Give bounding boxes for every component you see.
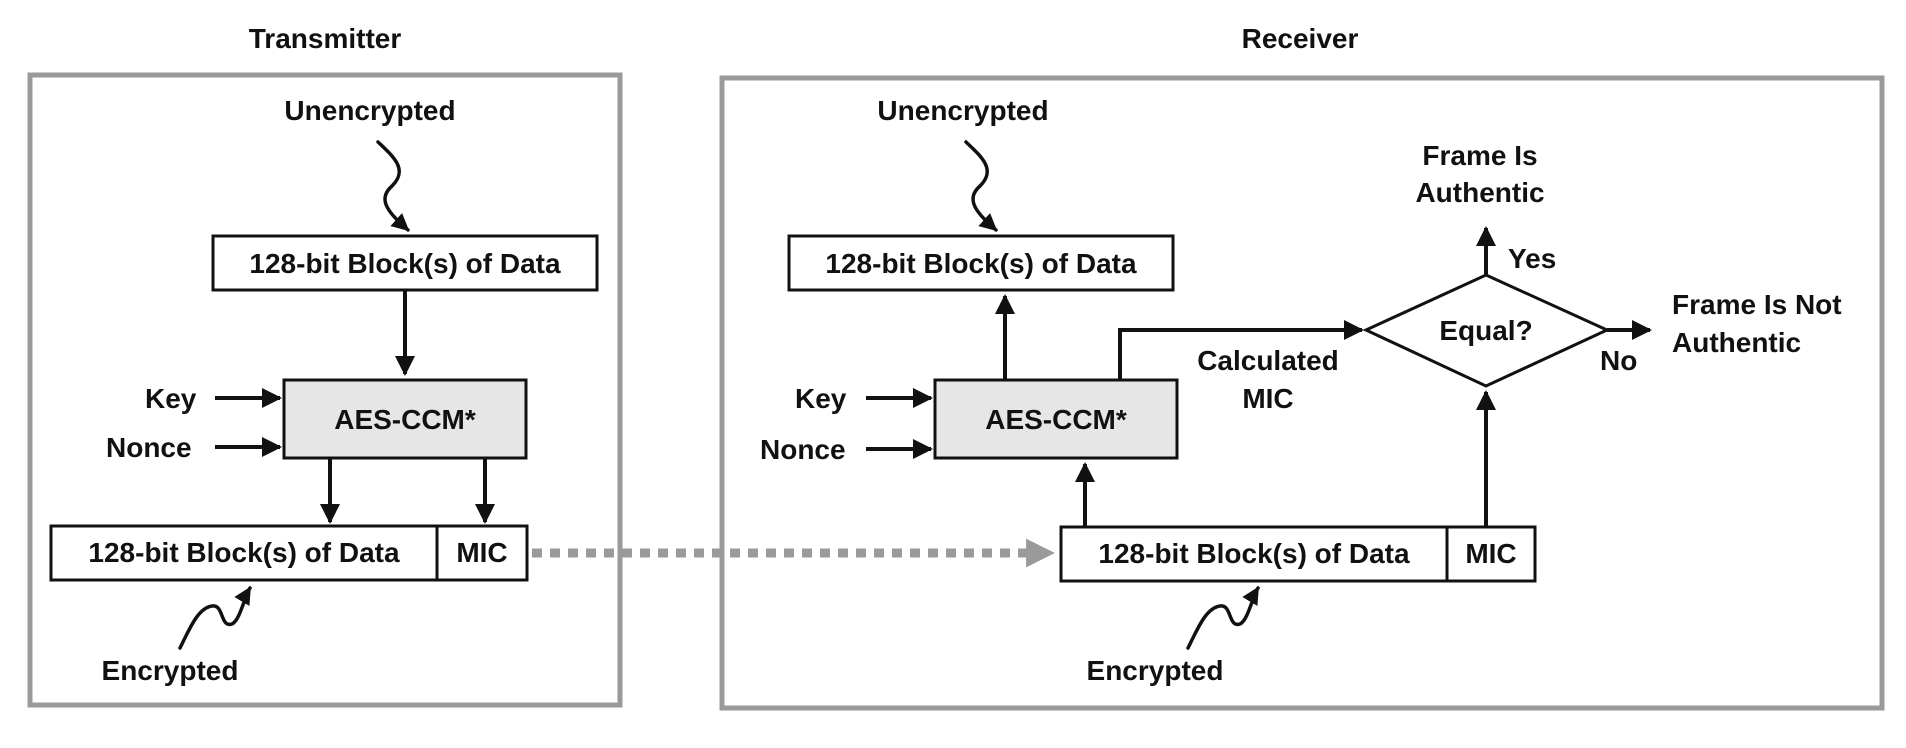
tx-cipher-label: AES-CCM*: [334, 404, 476, 435]
rx-equal-decision: [1362, 273, 1611, 388]
tx-nonce-label: Nonce: [106, 432, 192, 463]
rx-ciphertext-label: 128-bit Block(s) of Data: [1098, 538, 1410, 569]
rx-not-authentic-line2: Authentic: [1672, 327, 1801, 358]
rx-not-authentic-line1: Frame Is Not: [1672, 289, 1842, 320]
receiver-frame: [719, 75, 1885, 711]
rx-mic-label: MIC: [1465, 538, 1516, 569]
rx-nonce-label: Nonce: [760, 434, 846, 465]
rx-calculated-mic-line1: Calculated: [1197, 345, 1339, 376]
rx-plaintext-label: 128-bit Block(s) of Data: [825, 248, 1137, 279]
rx-authentic-line1: Frame Is: [1422, 140, 1537, 171]
rx-ciphertext-block: [1059, 525, 1449, 583]
receiver-title: Receiver: [1242, 23, 1359, 54]
tx-mic-label: MIC: [456, 537, 507, 568]
rx-cipher-label: AES-CCM*: [985, 404, 1127, 435]
rx-calculated-mic-arrow: [1118, 320, 1364, 380]
rx-cipher-box: [933, 378, 1179, 460]
tx-ciphertext-label: 128-bit Block(s) of Data: [88, 537, 400, 568]
tx-cipher-box: [282, 378, 528, 460]
tx-mic-block: [435, 524, 529, 582]
rx-no-label: No: [1600, 345, 1637, 376]
rx-encrypted-squiggle: [1186, 586, 1260, 650]
tx-plaintext-label: 128-bit Block(s) of Data: [249, 248, 561, 279]
tx-encrypted-label: Encrypted: [102, 655, 239, 686]
transmitter-title: Transmitter: [249, 23, 402, 54]
tx-unencrypted-label: Unencrypted: [284, 95, 455, 126]
rx-yes-label: Yes: [1508, 243, 1556, 274]
rx-encrypted-label: Encrypted: [1087, 655, 1224, 686]
tx-unencrypted-squiggle: [376, 140, 410, 232]
tx-encrypted-squiggle: [178, 586, 252, 650]
rx-authentic-line2: Authentic: [1415, 177, 1544, 208]
transmitter-panel: Transmitter Unencrypted 128-bit Block(s)…: [27, 23, 623, 708]
transmitter-frame: [27, 72, 623, 708]
rx-calculated-mic-line2: MIC: [1242, 383, 1293, 414]
rx-mic-block: [1445, 525, 1537, 583]
rx-key-label: Key: [795, 383, 847, 414]
receiver-panel: Receiver Unencrypted 128-bit Block(s) of…: [719, 23, 1885, 711]
tx-key-label: Key: [145, 383, 197, 414]
rx-equal-label: Equal?: [1439, 315, 1532, 346]
rx-unencrypted-squiggle: [964, 140, 998, 232]
rx-unencrypted-label: Unencrypted: [877, 95, 1048, 126]
tx-ciphertext-block: [49, 524, 439, 582]
rx-plaintext-block: [787, 234, 1175, 292]
